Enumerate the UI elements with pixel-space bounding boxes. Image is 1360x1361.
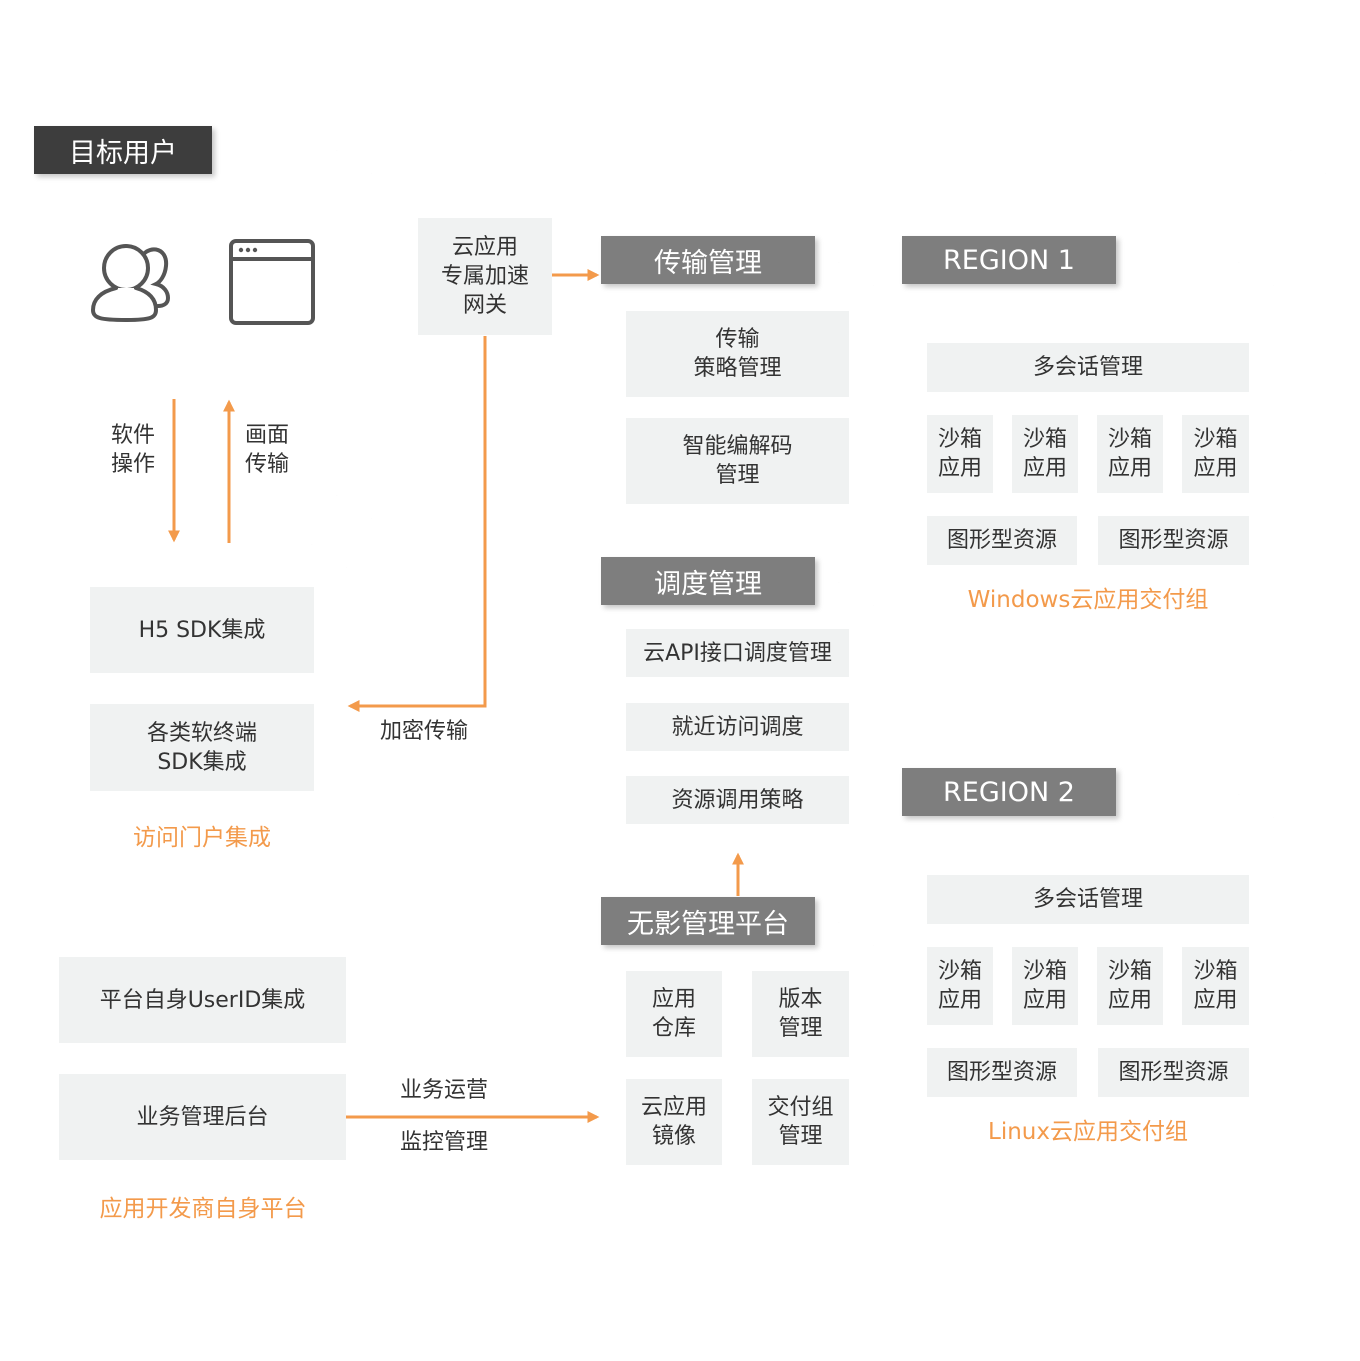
region2-graphic-resource-box-2: 图形型资源 <box>1098 1048 1249 1097</box>
region1-graphic-resource-box-2: 图形型资源 <box>1098 516 1249 565</box>
accel-gateway: 云应用 专属加速 网关 <box>418 218 552 335</box>
browser-window-icon <box>229 239 315 325</box>
region1-sandbox-box-4: 沙箱 应用 <box>1182 415 1249 493</box>
software-ops-label: 软件 操作 <box>111 423 156 477</box>
h5-sdk-box: H5 SDK集成 <box>90 587 314 673</box>
soft-terminal-sdk-box: 各类软终端 SDK集成 <box>90 704 314 791</box>
region1-title: REGION 1 <box>902 236 1116 284</box>
region2-graphic-resource-box-1: 图形型资源 <box>927 1048 1077 1097</box>
transfer-policy-box: 传输 策略管理 <box>626 311 849 397</box>
target-users-title: 目标用户 <box>34 126 212 174</box>
region1-caption: Windows云应用交付组 <box>967 587 1209 613</box>
region2-sandbox-box-4: 沙箱 应用 <box>1182 947 1249 1025</box>
biz-backend-box: 业务管理后台 <box>59 1074 346 1160</box>
region1-multi-session-box: 多会话管理 <box>927 343 1249 392</box>
region2-title: REGION 2 <box>902 768 1116 816</box>
target-users-panel <box>34 150 372 398</box>
region2-multi-session-box: 多会话管理 <box>927 875 1249 924</box>
version-mgmt-box: 版本 管理 <box>752 971 849 1057</box>
region1-graphic-resource-box-1: 图形型资源 <box>927 516 1077 565</box>
transfer-mgmt-title: 传输管理 <box>601 236 815 284</box>
cloud-api-schedule-box: 云API接口调度管理 <box>626 629 849 677</box>
encrypted-transfer-arrow <box>347 336 487 712</box>
region2-sandbox-box-1: 沙箱 应用 <box>927 947 993 1025</box>
region2-sandbox-box-2: 沙箱 应用 <box>1012 947 1078 1025</box>
encrypted-transfer-label: 加密传输 <box>380 719 469 744</box>
region1-sandbox-box-3: 沙箱 应用 <box>1097 415 1163 493</box>
region1-sandbox-box-1: 沙箱 应用 <box>927 415 993 493</box>
region2-caption: Linux云应用交付组 <box>988 1119 1188 1145</box>
app-repo-box: 应用 仓库 <box>626 971 722 1057</box>
region2-sandbox-box-3: 沙箱 应用 <box>1097 947 1163 1025</box>
delivery-group-mgmt-box: 交付组 管理 <box>752 1079 849 1165</box>
nearby-access-box: 就近访问调度 <box>626 703 849 751</box>
userid-box: 平台自身UserID集成 <box>59 957 346 1043</box>
monitor-mgmt-label: 监控管理 <box>400 1130 489 1155</box>
wuying-title: 无影管理平台 <box>601 897 815 945</box>
schedule-mgmt-title: 调度管理 <box>601 557 815 605</box>
cloud-app-image-box: 云应用 镜像 <box>626 1079 722 1165</box>
developer-platform-caption: 应用开发商自身平台 <box>99 1196 307 1222</box>
access-portal-caption: 访问门户集成 <box>133 825 271 851</box>
screen-transfer-label: 画面 传输 <box>245 423 290 477</box>
biz-ops-label: 业务运营 <box>400 1078 489 1103</box>
users-icon <box>90 244 171 323</box>
resource-policy-box: 资源调用策略 <box>626 776 849 824</box>
codec-mgmt-box: 智能编解码 管理 <box>626 418 849 504</box>
region1-sandbox-box-2: 沙箱 应用 <box>1012 415 1078 493</box>
